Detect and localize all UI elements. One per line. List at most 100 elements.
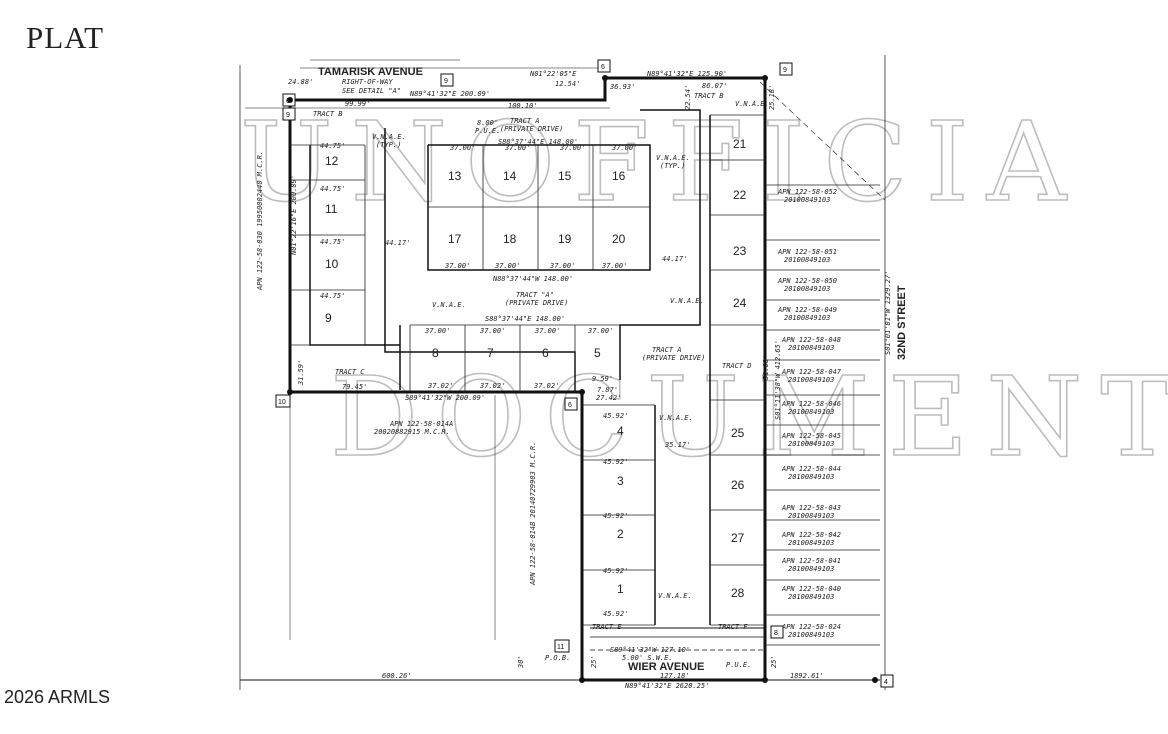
- len-189261: 1892.61': [790, 672, 824, 680]
- len-4417-b: 44.17': [662, 255, 687, 263]
- apn-041-doc: 20100849103: [788, 565, 834, 573]
- apn-040-doc: 20100849103: [788, 593, 834, 601]
- lot-lines: [290, 114, 880, 646]
- svg-text:9: 9: [783, 67, 787, 74]
- lot-5: 5: [594, 346, 601, 360]
- footer-copyright: 2026 ARMLS: [4, 687, 111, 707]
- watermark-line-2: DOCUMENT: [330, 353, 1168, 481]
- len-3702-a: 37.02': [427, 382, 453, 390]
- len-1254: 12.54': [555, 80, 580, 88]
- tract-a-mid-drive: (PRIVATE DRIVE): [642, 354, 705, 362]
- len-4475-d: 44.75': [320, 292, 345, 300]
- point-6-n: 6: [597, 59, 611, 73]
- point-8: 8: [770, 625, 784, 639]
- len-3000: 30': [517, 655, 525, 669]
- apn-045-doc: 20100849103: [788, 440, 834, 448]
- point-9-ne: 9: [779, 62, 793, 76]
- lot-25: 25: [731, 426, 745, 440]
- vnae-2: V.N.A.E.: [656, 154, 690, 162]
- lot-4: 4: [617, 424, 624, 438]
- apn-049-doc: 20100849103: [784, 314, 830, 322]
- lot-15: 15: [558, 169, 572, 183]
- len-3700-l: 37.00': [587, 327, 613, 335]
- apn-042: APN 122-58-042: [781, 531, 841, 539]
- len-4417-a: 44.17': [385, 239, 410, 247]
- len-9999: 99.99': [345, 100, 370, 108]
- apn-045: APN 122-58-045: [781, 432, 841, 440]
- lot-9: 9: [325, 311, 332, 325]
- len-3700-i: 37.00': [424, 327, 450, 335]
- apn-050: APN 122-58-050: [777, 277, 837, 285]
- svg-text:10: 10: [278, 399, 286, 406]
- note-right-of-way: RIGHT-OF-WAY: [342, 78, 393, 86]
- point-10: 10: [275, 394, 291, 408]
- len-800: 8.00': [477, 119, 498, 127]
- len-4475-a: 44.75': [320, 142, 345, 150]
- watermark-line-1: UNOFFICIA: [240, 98, 1084, 226]
- len-3700-a: 37.00': [449, 144, 475, 152]
- len-4475-b: 44.75': [320, 185, 345, 193]
- apn-050-doc: 20100849103: [784, 285, 830, 293]
- bearing-west-line: N01°22'16"E 200.09': [290, 175, 298, 256]
- lot-20: 20: [612, 232, 626, 246]
- point-6-mid: 6: [564, 397, 578, 411]
- apn-047: APN 122-58-047: [781, 368, 842, 376]
- bearing-tract-row2: N88°37'44"W 148.00': [492, 275, 573, 283]
- lot-19: 19: [558, 232, 572, 246]
- apn-040: APN 122-58-040: [781, 585, 841, 593]
- len-12718: 127.18': [660, 672, 690, 680]
- lot-3: 3: [617, 474, 624, 488]
- bearing-east-line: S01°01'01"W 1329.27': [884, 271, 892, 355]
- vnae-6: V.N.A.E.: [658, 592, 692, 600]
- bearing-labels: N89°41'32"E 125.90' N89°41'32"E 200.09' …: [288, 70, 892, 690]
- bearing-north-mid: N89°41'32"E 200.09': [409, 90, 490, 98]
- len-2254: 22.54': [684, 85, 692, 110]
- apn-014b: APN 122-58-014B 20140729903 M.C.R.: [529, 442, 537, 586]
- len-2742: 27.42': [596, 394, 621, 402]
- len-959: 9.59': [592, 375, 613, 383]
- point-11: 11: [554, 639, 570, 653]
- lot-22: 22: [733, 188, 747, 202]
- bearing-n0122: N01°22'05"E: [529, 70, 577, 78]
- apn-052-doc: 20100849103: [784, 196, 830, 204]
- lot-17: 17: [448, 232, 462, 246]
- apn-043-doc: 20100849103: [788, 512, 834, 520]
- lot-11: 11: [325, 202, 338, 216]
- pue-north: P.U.E.: [475, 127, 500, 135]
- lot-27: 27: [731, 531, 745, 545]
- tract-f: TRACT F: [718, 623, 748, 631]
- tract-a-center-drive: (PRIVATE DRIVE): [505, 299, 568, 307]
- page-title: PLAT: [26, 20, 105, 55]
- apn-052: APN 122-58-052: [777, 188, 837, 196]
- len-3700-k: 37.00': [534, 327, 560, 335]
- street-32nd-street: 32ND STREET: [896, 285, 908, 360]
- len-3700-g: 37.00': [549, 262, 575, 270]
- len-2500-b: 25': [770, 655, 778, 668]
- tract-a-mid: TRACT A: [652, 346, 682, 354]
- apn-051-doc: 20100849103: [784, 256, 830, 264]
- vnae-3: V.N.A.E.: [670, 297, 704, 305]
- apn-014a-doc: 20020882915 M.C.R.: [374, 428, 450, 436]
- lot-14: 14: [503, 169, 517, 183]
- len-3159: 31.59': [297, 360, 305, 386]
- len-3517: 35.17': [664, 441, 690, 449]
- street-tamarisk-avenue: TAMARISK AVENUE: [318, 66, 423, 78]
- bearing-wier-inner: S89°41'32"W 127.10': [610, 646, 690, 654]
- lot-1: 1: [617, 582, 624, 596]
- lot-numbers: 12 11 10 9 13 14 15 16 17 18 19 20 8 7 6…: [325, 137, 747, 600]
- apn-024-doc: 20100849103: [788, 631, 834, 639]
- point-4: 4: [880, 674, 894, 688]
- svg-text:9: 9: [444, 78, 448, 85]
- len-3702-c: 37.02': [533, 382, 559, 390]
- bearing-wier-line: N89°41'32"E 2620.25': [624, 682, 709, 690]
- vnae-7: V.N.A.E.: [735, 100, 769, 108]
- apn-048-doc: 20100849103: [788, 344, 834, 352]
- len-2500-a: 25': [590, 655, 598, 668]
- lot-6: 6: [542, 346, 549, 360]
- lot-24: 24: [733, 296, 747, 310]
- apn-044-doc: 20100849103: [788, 473, 834, 481]
- apn-labels: APN 122-58-052 20100849103 APN 122-58-05…: [256, 151, 842, 639]
- lot-23: 23: [733, 244, 747, 258]
- vnae-1-typ: (TYP.): [376, 141, 401, 149]
- len-4592-e: 45.92': [603, 610, 628, 618]
